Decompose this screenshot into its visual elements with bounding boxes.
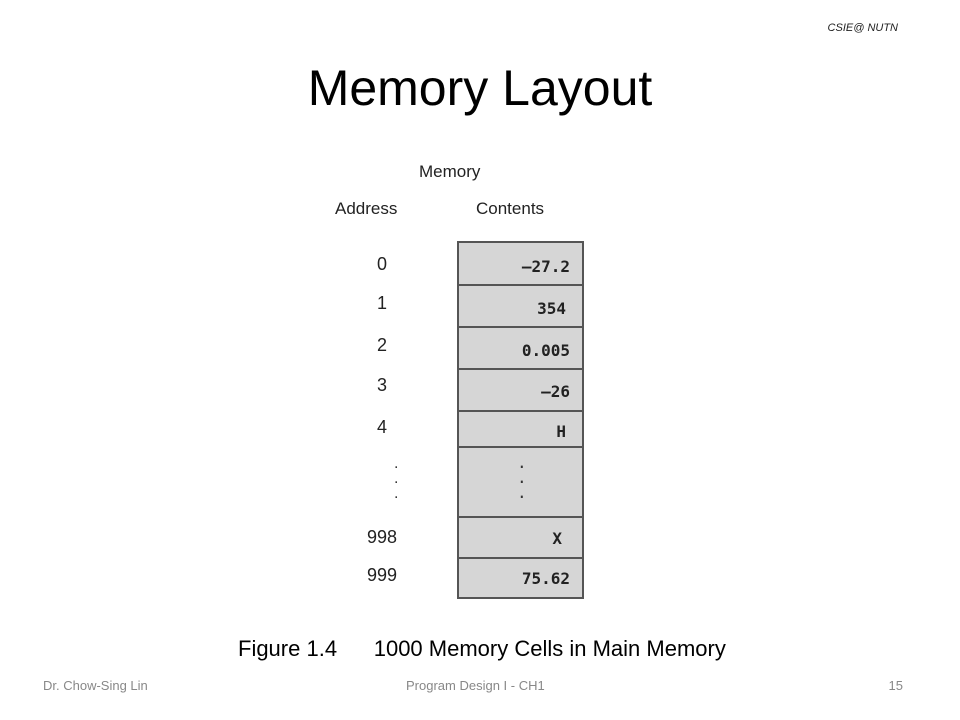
memory-cell-value: 75.62: [521, 569, 570, 588]
address-column-header: Address: [335, 199, 398, 218]
figure-caption: Figure 1.4 1000 Memory Cells in Main Mem…: [238, 636, 726, 661]
address-label: 4: [376, 417, 387, 437]
contents-column-header: Contents: [476, 199, 545, 218]
address-label: 3: [376, 375, 387, 395]
footer-author: Dr. Chow-Sing Lin: [43, 678, 148, 693]
memory-cells: —27.2 354 0.005 —26 H . . . X 75.62: [457, 241, 584, 599]
memory-cell-value: H: [556, 422, 566, 441]
cell-divider: [459, 516, 582, 518]
memory-cell-value: 0.005: [521, 341, 570, 360]
address-label: 0: [376, 254, 387, 274]
memory-cell-value: —26: [541, 382, 570, 401]
memory-cell-value: X: [552, 529, 562, 548]
address-label: 2: [376, 335, 387, 355]
address-ellipsis: . . .: [394, 455, 399, 502]
memory-cell-value: —27.2: [521, 257, 570, 276]
cell-divider: [459, 326, 582, 328]
address-label: 998: [366, 527, 398, 547]
memory-cell-value: 354: [537, 299, 566, 318]
slide-title: Memory Layout: [307, 60, 653, 116]
contents-ellipsis: . . .: [517, 453, 527, 502]
footer-course: Program Design I - CH1: [406, 678, 545, 693]
figure-heading: Memory: [419, 162, 481, 181]
cell-divider: [459, 410, 582, 412]
cell-divider: [459, 284, 582, 286]
cell-divider: [459, 446, 582, 448]
address-label: 999: [366, 565, 398, 585]
address-label: 1: [376, 293, 387, 313]
page-number: 15: [888, 678, 903, 693]
header-tag: CSIE@ NUTN: [827, 22, 898, 34]
cell-divider: [459, 368, 582, 370]
cell-divider: [459, 557, 582, 559]
